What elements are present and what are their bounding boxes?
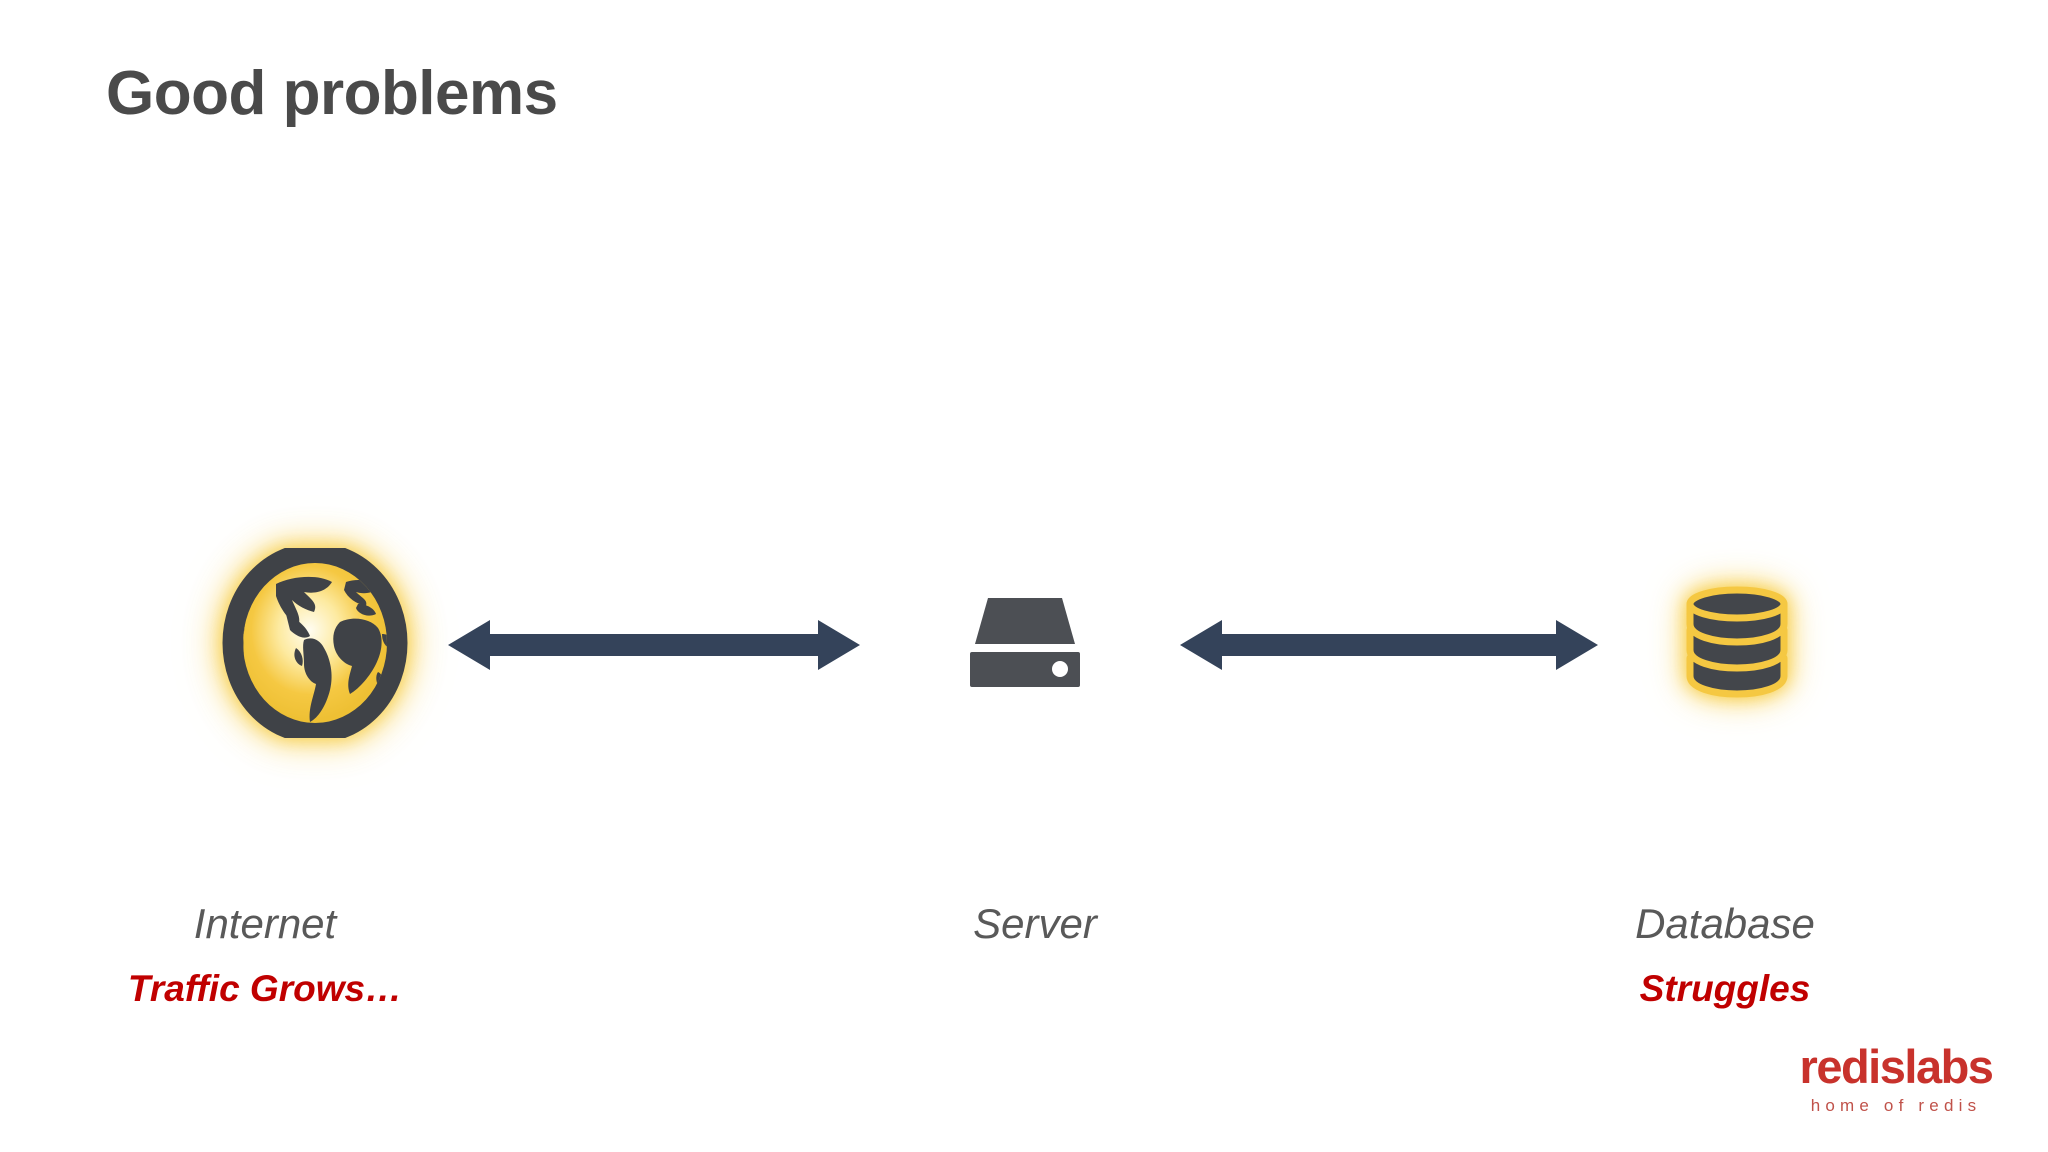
globe-icon-wrapper [200, 548, 430, 738]
server-icon [970, 598, 1080, 687]
logo-wordmark: redislabs [1799, 1040, 1994, 1093]
caption-database: Database Struggles [1570, 900, 1880, 1011]
node-status-database: Struggles [1639, 968, 1811, 1010]
globe-icon [222, 548, 408, 738]
connector-server-database [1180, 614, 1598, 676]
logo-tagline: home of redis [1810, 1096, 1982, 1115]
diagram-node-database[interactable] [1672, 580, 1802, 700]
caption-internet: Internet Traffic Grows… [110, 900, 420, 1011]
double-arrow-icon [448, 620, 860, 670]
redislabs-logo: redislabs home of redis [1790, 1043, 2002, 1114]
node-status-internet: Traffic Grows… [127, 968, 403, 1010]
database-icon [1686, 586, 1788, 698]
diagram-node-server[interactable] [960, 590, 1090, 695]
caption-server: Server [880, 900, 1190, 968]
node-label-internet: Internet [193, 900, 337, 947]
page-title: Good problems [106, 59, 558, 128]
connector-internet-server [448, 614, 860, 676]
diagram-node-internet[interactable] [200, 548, 430, 738]
double-arrow-icon [1180, 620, 1598, 670]
node-label-database: Database [1635, 900, 1815, 947]
node-label-server: Server [973, 900, 1097, 947]
